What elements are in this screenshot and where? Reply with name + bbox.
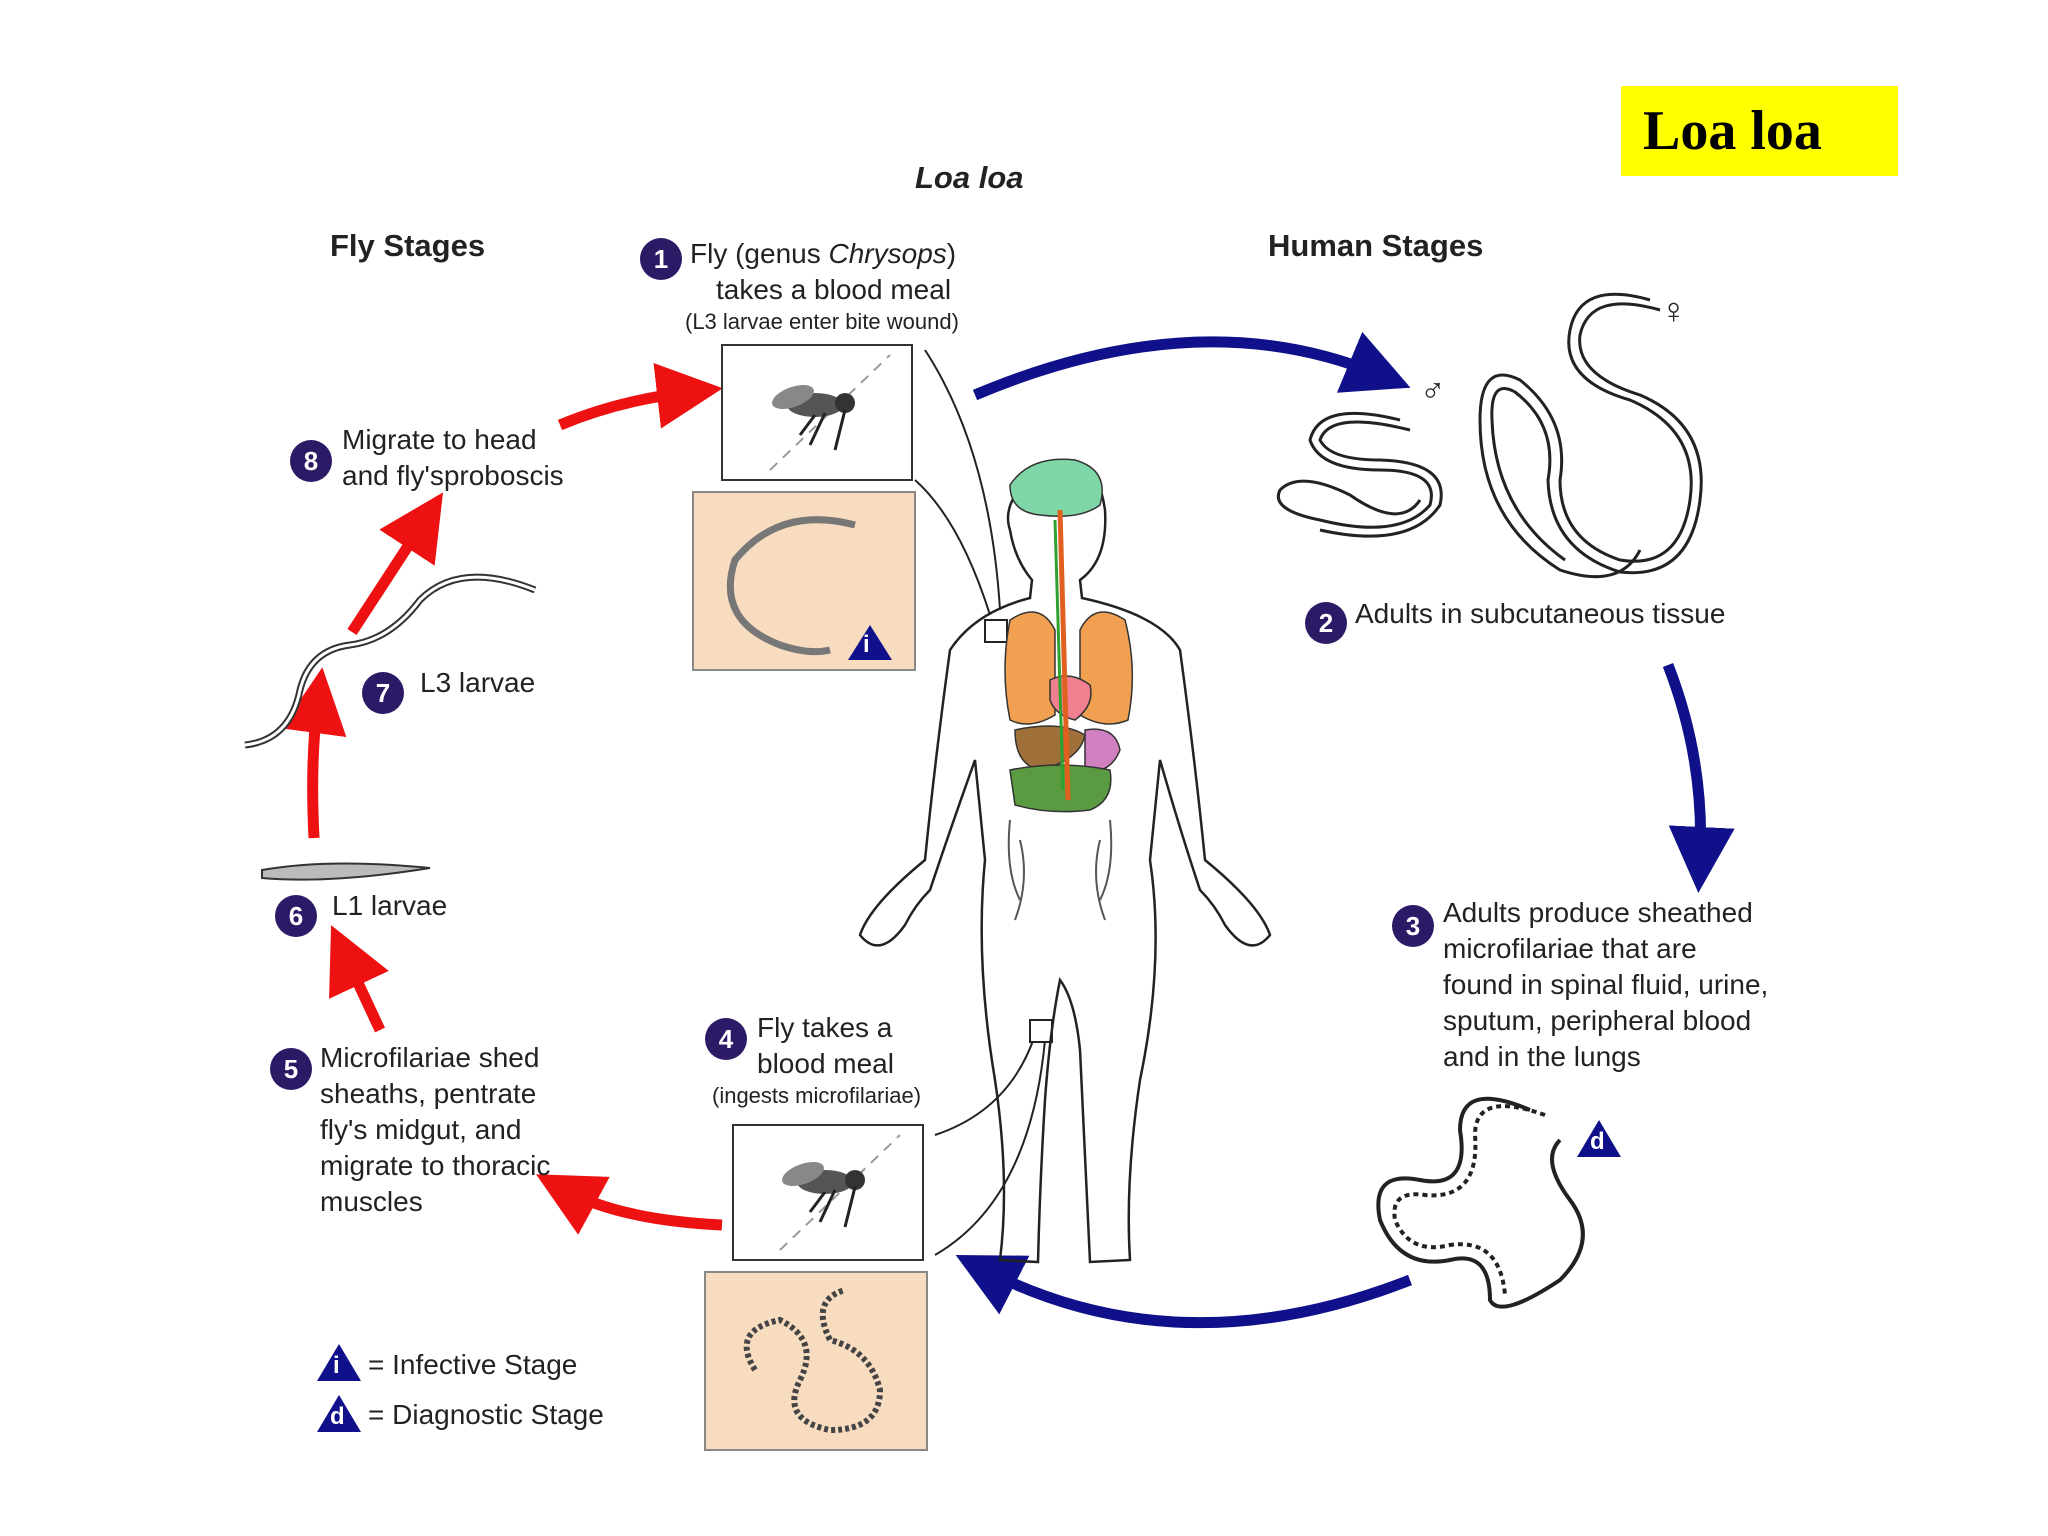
arrow-bite-to-adults bbox=[972, 331, 1411, 401]
infective-marker-letter: i bbox=[863, 631, 870, 658]
diagnostic-marker-letter: d bbox=[1590, 1128, 1605, 1155]
brain bbox=[1009, 458, 1103, 517]
step-6-badge: 6 bbox=[275, 895, 317, 937]
infective-stage-marker bbox=[848, 625, 892, 660]
l1-larva-illustration bbox=[261, 862, 431, 881]
slide-title-badge: Loa loa bbox=[1621, 86, 1898, 176]
l3-larva-shape bbox=[726, 516, 856, 656]
arrow-adults-to-microfilariae bbox=[1662, 663, 1735, 893]
legend-infective-text: = Infective Stage bbox=[368, 1349, 578, 1380]
human-stages-heading: Human Stages bbox=[1268, 228, 1484, 263]
spinal-cord bbox=[1057, 509, 1071, 801]
step-8-text: Migrate to head and fly'sproboscis bbox=[342, 424, 564, 491]
fly-stages-heading: Fly Stages bbox=[330, 228, 486, 263]
intestines bbox=[1009, 764, 1112, 813]
step-2-text: Adults in subcutaneous tissue bbox=[1355, 598, 1726, 629]
step-8-badge: 8 bbox=[290, 440, 332, 482]
diagram-title: Loa loa bbox=[915, 160, 1024, 195]
lungs-left bbox=[1004, 611, 1056, 725]
adult-worm-female bbox=[1478, 292, 1703, 579]
step-1-badge: 1 bbox=[640, 238, 682, 280]
fly-bite-panel bbox=[721, 344, 913, 481]
legend-diagnostic-triangle bbox=[317, 1395, 361, 1432]
step-4-text: Fly takes a blood meal bbox=[757, 1012, 894, 1079]
step-5-badge: 5 bbox=[270, 1048, 312, 1090]
human-body bbox=[858, 459, 1272, 1264]
step-7-badge: 7 bbox=[362, 672, 404, 714]
step-3-badge: 3 bbox=[1392, 905, 1434, 947]
lungs-right bbox=[1079, 611, 1134, 725]
step-1-note: (L3 larvae enter bite wound) bbox=[685, 309, 959, 334]
step-7-text: L3 larvae bbox=[420, 667, 536, 698]
arrow-l1-to-l3 bbox=[280, 667, 347, 839]
arrow-head-to-bite bbox=[557, 362, 723, 431]
adult-worm-male bbox=[1277, 411, 1443, 538]
step-4-badge: 4 bbox=[705, 1018, 747, 1060]
step-2-badge: 2 bbox=[1305, 602, 1347, 644]
arrow-bloodmeal-to-midgut bbox=[536, 1174, 723, 1235]
legend-diagnostic-letter: d bbox=[330, 1403, 345, 1430]
microfilaria-large bbox=[1376, 1096, 1585, 1309]
microfilaria-panel bbox=[704, 1271, 928, 1451]
male-symbol: ♂ bbox=[1420, 372, 1446, 410]
step-1-line2: takes a blood meal bbox=[716, 274, 952, 305]
female-symbol: ♀ bbox=[1660, 290, 1687, 331]
liver bbox=[1014, 725, 1086, 771]
step-1-text: Fly (genus Chrysops) bbox=[690, 238, 957, 269]
step-3-text: Adults produce sheathed microfilariae th… bbox=[1443, 897, 1769, 1072]
diagnostic-stage-marker bbox=[1577, 1120, 1621, 1157]
stomach bbox=[1084, 728, 1121, 772]
step-5-text: Microfilariae shed sheaths, pentrate fly… bbox=[320, 1042, 551, 1217]
step-6-text: L1 larvae bbox=[332, 890, 448, 921]
leg-vessels bbox=[1007, 819, 1113, 921]
microfilaria-shape-small bbox=[743, 1287, 884, 1434]
step-4-note: (ingests microfilariae) bbox=[712, 1083, 922, 1108]
legend-infective-letter: i bbox=[333, 1352, 340, 1379]
legend-diagnostic-text: = Diagnostic Stage bbox=[368, 1399, 604, 1430]
fly-illustration-top bbox=[772, 384, 855, 451]
arrow-microfilariae-to-fly bbox=[955, 1254, 1413, 1329]
fly-illustration-bottom bbox=[782, 1161, 865, 1228]
arrow-midgut-to-l1 bbox=[329, 925, 389, 1033]
legend-infective-triangle bbox=[317, 1344, 361, 1381]
arrow-l3-to-head bbox=[347, 492, 444, 636]
